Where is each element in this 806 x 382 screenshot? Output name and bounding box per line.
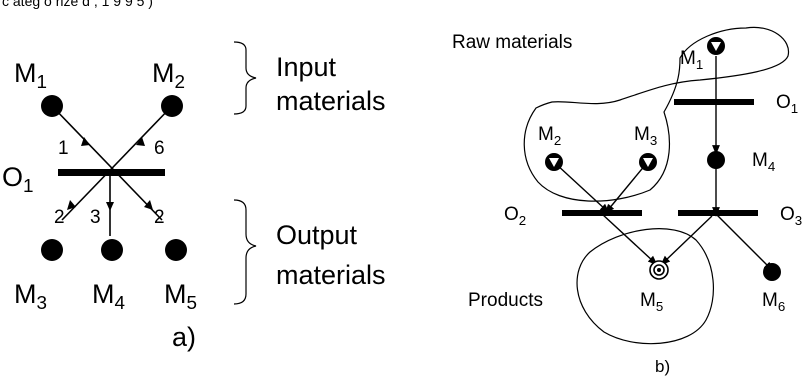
arc-m3-o2 <box>604 163 647 214</box>
weight-m1: 1 <box>58 138 69 159</box>
arc-m2-o2 <box>555 163 610 214</box>
label-o2: O2 <box>504 204 526 228</box>
raw-material-marker-icon <box>711 42 721 51</box>
arrow-head <box>81 137 90 146</box>
raw-materials-region <box>523 26 790 202</box>
arrow-head <box>136 137 145 146</box>
caption-b: b) <box>655 357 670 376</box>
arc-m1-m5 <box>51 105 163 221</box>
arc-o3-m5 <box>660 215 713 266</box>
label-m4: M4 <box>92 279 125 314</box>
operation-o2-bar <box>562 210 642 216</box>
operation-o1-bar <box>674 99 754 105</box>
top-text-fragment: c ateg o rize d , 1 9 9 5 ) <box>2 0 153 9</box>
label-m5: M5 <box>640 290 663 314</box>
arrow-head <box>106 202 114 211</box>
arrow-head <box>67 200 76 210</box>
output-label-line1: Output <box>276 220 358 250</box>
label-o1: O1 <box>776 92 798 116</box>
input-label-line2: materials <box>276 86 386 116</box>
weight-m2: 6 <box>154 138 165 159</box>
raw-materials-label: Raw materials <box>452 32 572 53</box>
operation-o1-bar <box>58 169 165 176</box>
arrow-head <box>144 200 153 210</box>
label-m1: M1 <box>14 58 47 93</box>
weight-m3: 2 <box>54 207 65 228</box>
raw-node-m3 <box>639 153 657 171</box>
material-node-m6 <box>763 263 781 281</box>
label-o1: O1 <box>2 162 34 197</box>
raw-material-marker-icon <box>549 158 559 167</box>
arc-o2-m5 <box>601 213 658 266</box>
material-node-m4 <box>707 151 725 169</box>
label-m1: M1 <box>680 48 703 72</box>
label-m6: M6 <box>762 290 785 314</box>
label-m3: M3 <box>634 124 657 148</box>
raw-material-marker-icon <box>643 158 653 167</box>
caption-a: a) <box>172 322 196 352</box>
raw-node-m1 <box>707 37 725 55</box>
output-label-line2: materials <box>276 260 386 290</box>
arc-o3-m6 <box>715 213 774 272</box>
label-m5: M5 <box>164 279 197 314</box>
material-node-m2 <box>161 95 183 117</box>
label-o3: O3 <box>780 204 802 228</box>
input-label-line1: Input <box>276 52 337 82</box>
product-node-m5 <box>649 260 669 280</box>
label-m3: M3 <box>14 279 47 314</box>
weight-m4: 3 <box>90 207 101 228</box>
material-node-m5 <box>165 239 187 261</box>
arc-m2-m3 <box>61 105 173 221</box>
label-m2: M2 <box>152 58 185 93</box>
material-node-m3 <box>41 239 63 261</box>
panel-a: M1 M2 O1 M3 M4 M5 1 6 2 3 2 Input materi… <box>2 41 386 352</box>
output-brace <box>233 199 257 305</box>
panel-b: Raw materials Products M1 O1 M2 M3 M4 O2… <box>452 26 802 376</box>
material-node-m1 <box>41 95 63 117</box>
input-brace <box>233 41 257 115</box>
label-m2: M2 <box>538 124 561 148</box>
products-label: Products <box>468 290 543 311</box>
operation-o3-bar <box>678 210 758 216</box>
raw-node-m2 <box>545 153 563 171</box>
weight-m5: 2 <box>154 207 165 228</box>
products-region <box>576 228 715 345</box>
label-m4: M4 <box>752 150 775 174</box>
material-node-m4 <box>101 239 123 261</box>
